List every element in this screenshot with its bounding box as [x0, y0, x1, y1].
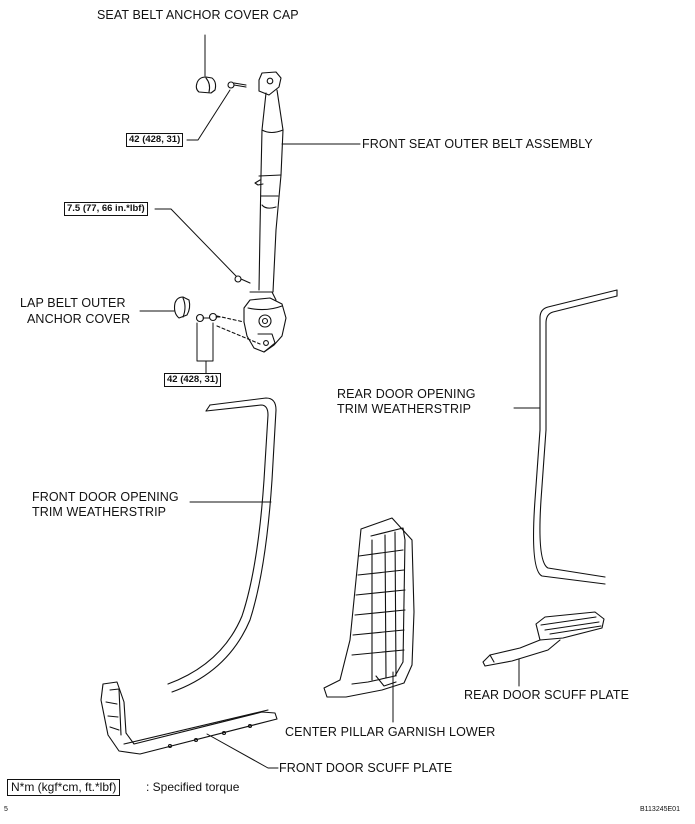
front-door-opening-trim-weatherstrip — [167, 397, 277, 693]
lap-belt-outer-anchor-cover-label-line1: LAP BELT OUTER — [20, 296, 126, 310]
upper-anchor-bolt — [227, 81, 247, 89]
rear-door-opening-trim-weatherstrip-label-line2: TRIM WEATHERSTRIP — [337, 402, 472, 416]
front-door-scuff-plate — [100, 681, 278, 755]
leader-lines — [139, 34, 541, 769]
center-pillar-garnish-lower-label: CENTER PILLAR GARNISH LOWER — [285, 725, 496, 739]
torque-retractor: 7.5 (77, 66 in.*lbf) — [64, 202, 148, 216]
torque-upper-anchor: 42 (428, 31) — [126, 133, 184, 147]
rear-door-opening-trim-weatherstrip-label-line1: REAR DOOR OPENING — [337, 387, 476, 401]
lower-anchor-bolts — [195, 312, 221, 323]
rear-door-opening-trim-weatherstrip — [532, 289, 618, 585]
front-door-opening-trim-weatherstrip-label-line1: FRONT DOOR OPENING — [32, 490, 179, 504]
torque-lower-anchor: 42 (428, 31) — [164, 373, 222, 387]
lap-belt-outer-anchor-cover-label-line2: ANCHOR COVER — [27, 312, 131, 326]
page-mark: 5 — [4, 806, 8, 813]
figure-id: B113245E01 — [640, 806, 680, 813]
front-seat-outer-belt-assembly — [216, 71, 287, 353]
legend-torque-unit-box: N*m (kgf*cm, ft.*lbf) — [7, 779, 121, 796]
seat-belt-anchor-cover-cap — [195, 76, 217, 94]
front-door-scuff-plate-label: FRONT DOOR SCUFF PLATE — [279, 761, 453, 775]
center-pillar-garnish-lower — [323, 517, 415, 698]
seat-belt-anchor-cover-cap-label: SEAT BELT ANCHOR COVER CAP — [97, 8, 299, 22]
front-seat-outer-belt-assembly-label: FRONT SEAT OUTER BELT ASSEMBLY — [362, 137, 593, 151]
legend-specified-torque-text: : Specified torque — [146, 780, 240, 794]
rear-door-scuff-plate-label: REAR DOOR SCUFF PLATE — [464, 688, 630, 702]
front-door-opening-trim-weatherstrip-label-line2: TRIM WEATHERSTRIP — [32, 505, 167, 519]
rear-door-scuff-plate — [482, 611, 605, 667]
lap-belt-outer-anchor-cover — [173, 296, 191, 319]
